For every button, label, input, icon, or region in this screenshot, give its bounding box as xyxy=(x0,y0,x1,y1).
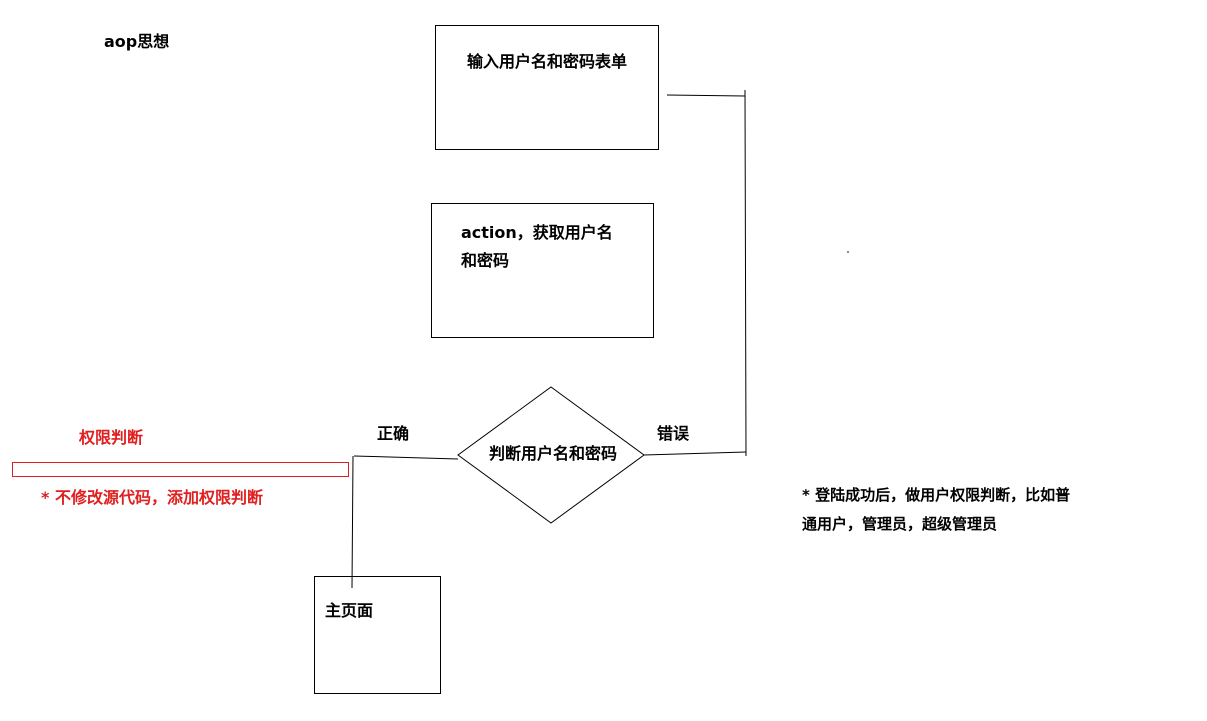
action-label-line1: action，获取用户名 xyxy=(461,223,613,242)
main-page-box: 主页面 xyxy=(314,576,441,694)
edge-label-wrong: 错误 xyxy=(657,424,690,443)
connector-right-vertical xyxy=(744,89,747,457)
role-note-line2: 通用户，管理员，超级管理员 xyxy=(802,515,998,533)
role-note-line1: * 登陆成功后，做用户权限判断，比如普 xyxy=(802,486,1071,504)
connector-correct-branch xyxy=(353,455,459,460)
decision-diamond xyxy=(457,386,645,524)
action-box: action，获取用户名 和密码 xyxy=(431,203,654,338)
diagram-title: aop思想 xyxy=(104,32,170,51)
connector-wrong-branch xyxy=(643,451,747,456)
input-form-label: 输入用户名和密码表单 xyxy=(467,52,628,71)
stray-dot xyxy=(847,251,849,253)
role-note: * 登陆成功后，做用户权限判断，比如普 通用户，管理员，超级管理员 xyxy=(802,481,1102,539)
permission-title: 权限判断 xyxy=(79,428,144,447)
connector-to-main-page xyxy=(351,455,354,589)
action-label-line2: 和密码 xyxy=(461,251,510,270)
input-form-box: 输入用户名和密码表单 xyxy=(435,25,659,150)
permission-bar xyxy=(12,462,349,477)
connector-form-to-right xyxy=(666,94,746,97)
decision-label: 判断用户名和密码 xyxy=(489,444,618,463)
permission-note: * 不修改源代码，添加权限判断 xyxy=(41,488,263,507)
main-page-label: 主页面 xyxy=(325,601,374,620)
edge-label-correct: 正确 xyxy=(377,424,410,443)
